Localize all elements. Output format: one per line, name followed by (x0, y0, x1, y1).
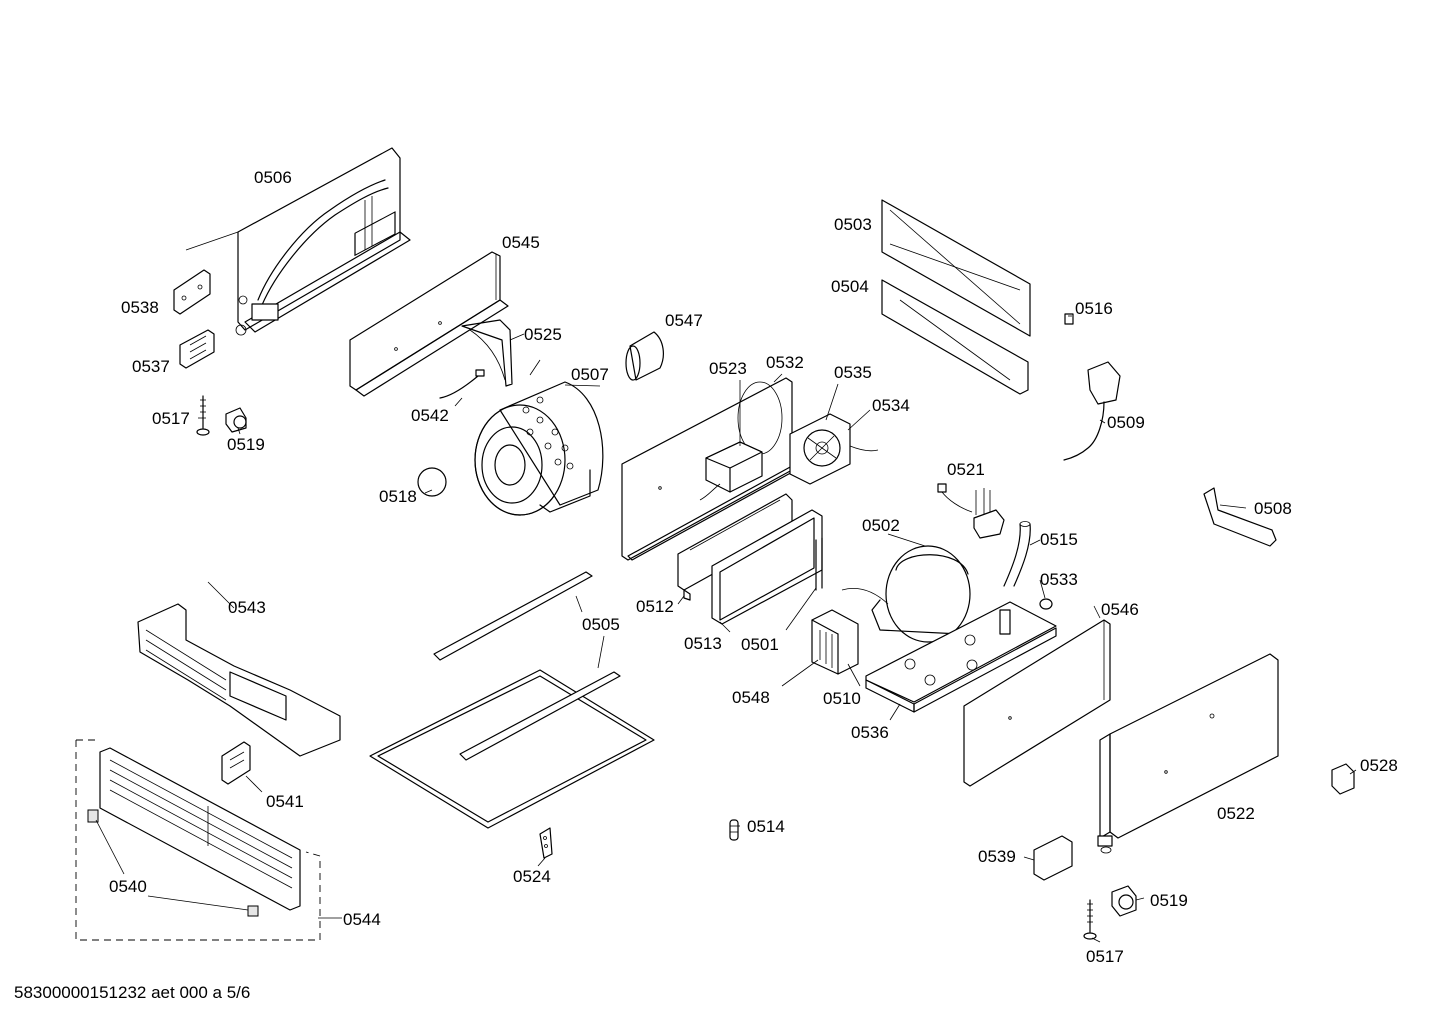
label-0522: 0522 (1217, 804, 1255, 823)
part-0542-sensor (439, 369, 485, 399)
part-0538-bracket (173, 269, 211, 315)
label-0501: 0501 (741, 635, 779, 654)
part-0517-screw-lower (1083, 899, 1097, 940)
part-0541-bracket (221, 741, 251, 785)
label-0533: 0533 (1040, 570, 1078, 589)
label-0513: 0513 (684, 634, 722, 653)
label-0503: 0503 (834, 215, 872, 234)
part-0516-plug-small (1064, 313, 1074, 325)
label-0512: 0512 (636, 597, 674, 616)
label-0541: 0541 (266, 792, 304, 811)
part-0518-gasket (417, 467, 447, 497)
part-0547-cylinder (625, 331, 664, 381)
part-0515-tube (1003, 521, 1031, 587)
part-0525-bracket-arm (461, 319, 513, 387)
part-0503-panel (881, 199, 1031, 337)
label-0534: 0534 (872, 396, 910, 415)
part-0509-power-cord (1063, 361, 1121, 461)
label-0510: 0510 (823, 689, 861, 708)
part-0502-compressor (841, 545, 977, 643)
part-0544-kickplate-assembly (75, 739, 321, 941)
label-0508: 0508 (1254, 499, 1292, 518)
label-0540: 0540 (109, 877, 147, 896)
label-0525: 0525 (524, 325, 562, 344)
part-0535-fan-frame (789, 413, 851, 485)
part-0517-screw-upper (196, 395, 210, 436)
part-0546-side-panel (963, 619, 1111, 787)
part-0506-back-panel (235, 147, 411, 336)
label-0502: 0502 (862, 516, 900, 535)
label-0542: 0542 (411, 406, 449, 425)
part-0522-right-panel (1097, 653, 1279, 854)
label-0535: 0535 (834, 363, 872, 382)
label-0545: 0545 (502, 233, 540, 252)
label-0507: 0507 (571, 365, 609, 384)
label-0516: 0516 (1075, 299, 1113, 318)
label-0537: 0537 (132, 357, 170, 376)
document-id: 58300000151232 aet 000 a 5/6 (14, 983, 250, 1002)
label-0539: 0539 (978, 847, 1016, 866)
part-0505-strip-upper (433, 571, 593, 661)
part-0504-panel (881, 279, 1029, 395)
label-0544: 0544 (343, 910, 381, 929)
label-0546: 0546 (1101, 600, 1139, 619)
label-0548: 0548 (732, 688, 770, 707)
label-0528: 0528 (1360, 756, 1398, 775)
part-0533-grommet (1039, 598, 1053, 610)
label-0519-upper: 0519 (227, 435, 265, 454)
leader-lines (95, 231, 1357, 943)
label-0543: 0543 (228, 598, 266, 617)
part-0507-fan-shroud (474, 381, 604, 516)
part-0524-connector (539, 827, 553, 859)
part-0528-clip (1331, 763, 1355, 795)
part-0537-clip (179, 329, 215, 369)
part-0508-bracket (1203, 487, 1277, 547)
label-0532: 0532 (766, 353, 804, 372)
part-0519-caster-lower (1111, 885, 1137, 917)
label-0536: 0536 (851, 723, 889, 742)
label-0523: 0523 (709, 359, 747, 378)
part-0501-capillary (815, 537, 823, 591)
part-labels: 0506 0545 0538 0537 0525 0507 0547 0517 … (109, 168, 1398, 966)
label-0514: 0514 (747, 817, 785, 836)
label-0506: 0506 (254, 168, 292, 187)
part-0534-fan-wire (849, 445, 879, 452)
part-0539-bracket (1033, 835, 1073, 881)
part-0545-panel (349, 251, 509, 397)
label-0521: 0521 (947, 460, 985, 479)
label-0538: 0538 (121, 298, 159, 317)
part-0519-caster-upper (225, 407, 247, 433)
part-0543-grille (137, 603, 341, 757)
label-0504: 0504 (831, 277, 869, 296)
label-0517-upper: 0517 (152, 409, 190, 428)
label-0547: 0547 (665, 311, 703, 330)
label-0505: 0505 (582, 615, 620, 634)
part-0505-base-frame (369, 669, 655, 829)
part-0540-clip (87, 809, 99, 823)
label-0515: 0515 (1040, 530, 1078, 549)
label-0517-lower: 0517 (1086, 947, 1124, 966)
label-0509: 0509 (1107, 413, 1145, 432)
part-0521-relay (937, 483, 1005, 539)
part-0510-control-box (811, 609, 859, 675)
part-0536-base-plate (865, 601, 1057, 713)
part-0514-spring (729, 819, 739, 841)
label-0519-lower: 0519 (1150, 891, 1188, 910)
label-0524: 0524 (513, 867, 551, 886)
label-0518: 0518 (379, 487, 417, 506)
